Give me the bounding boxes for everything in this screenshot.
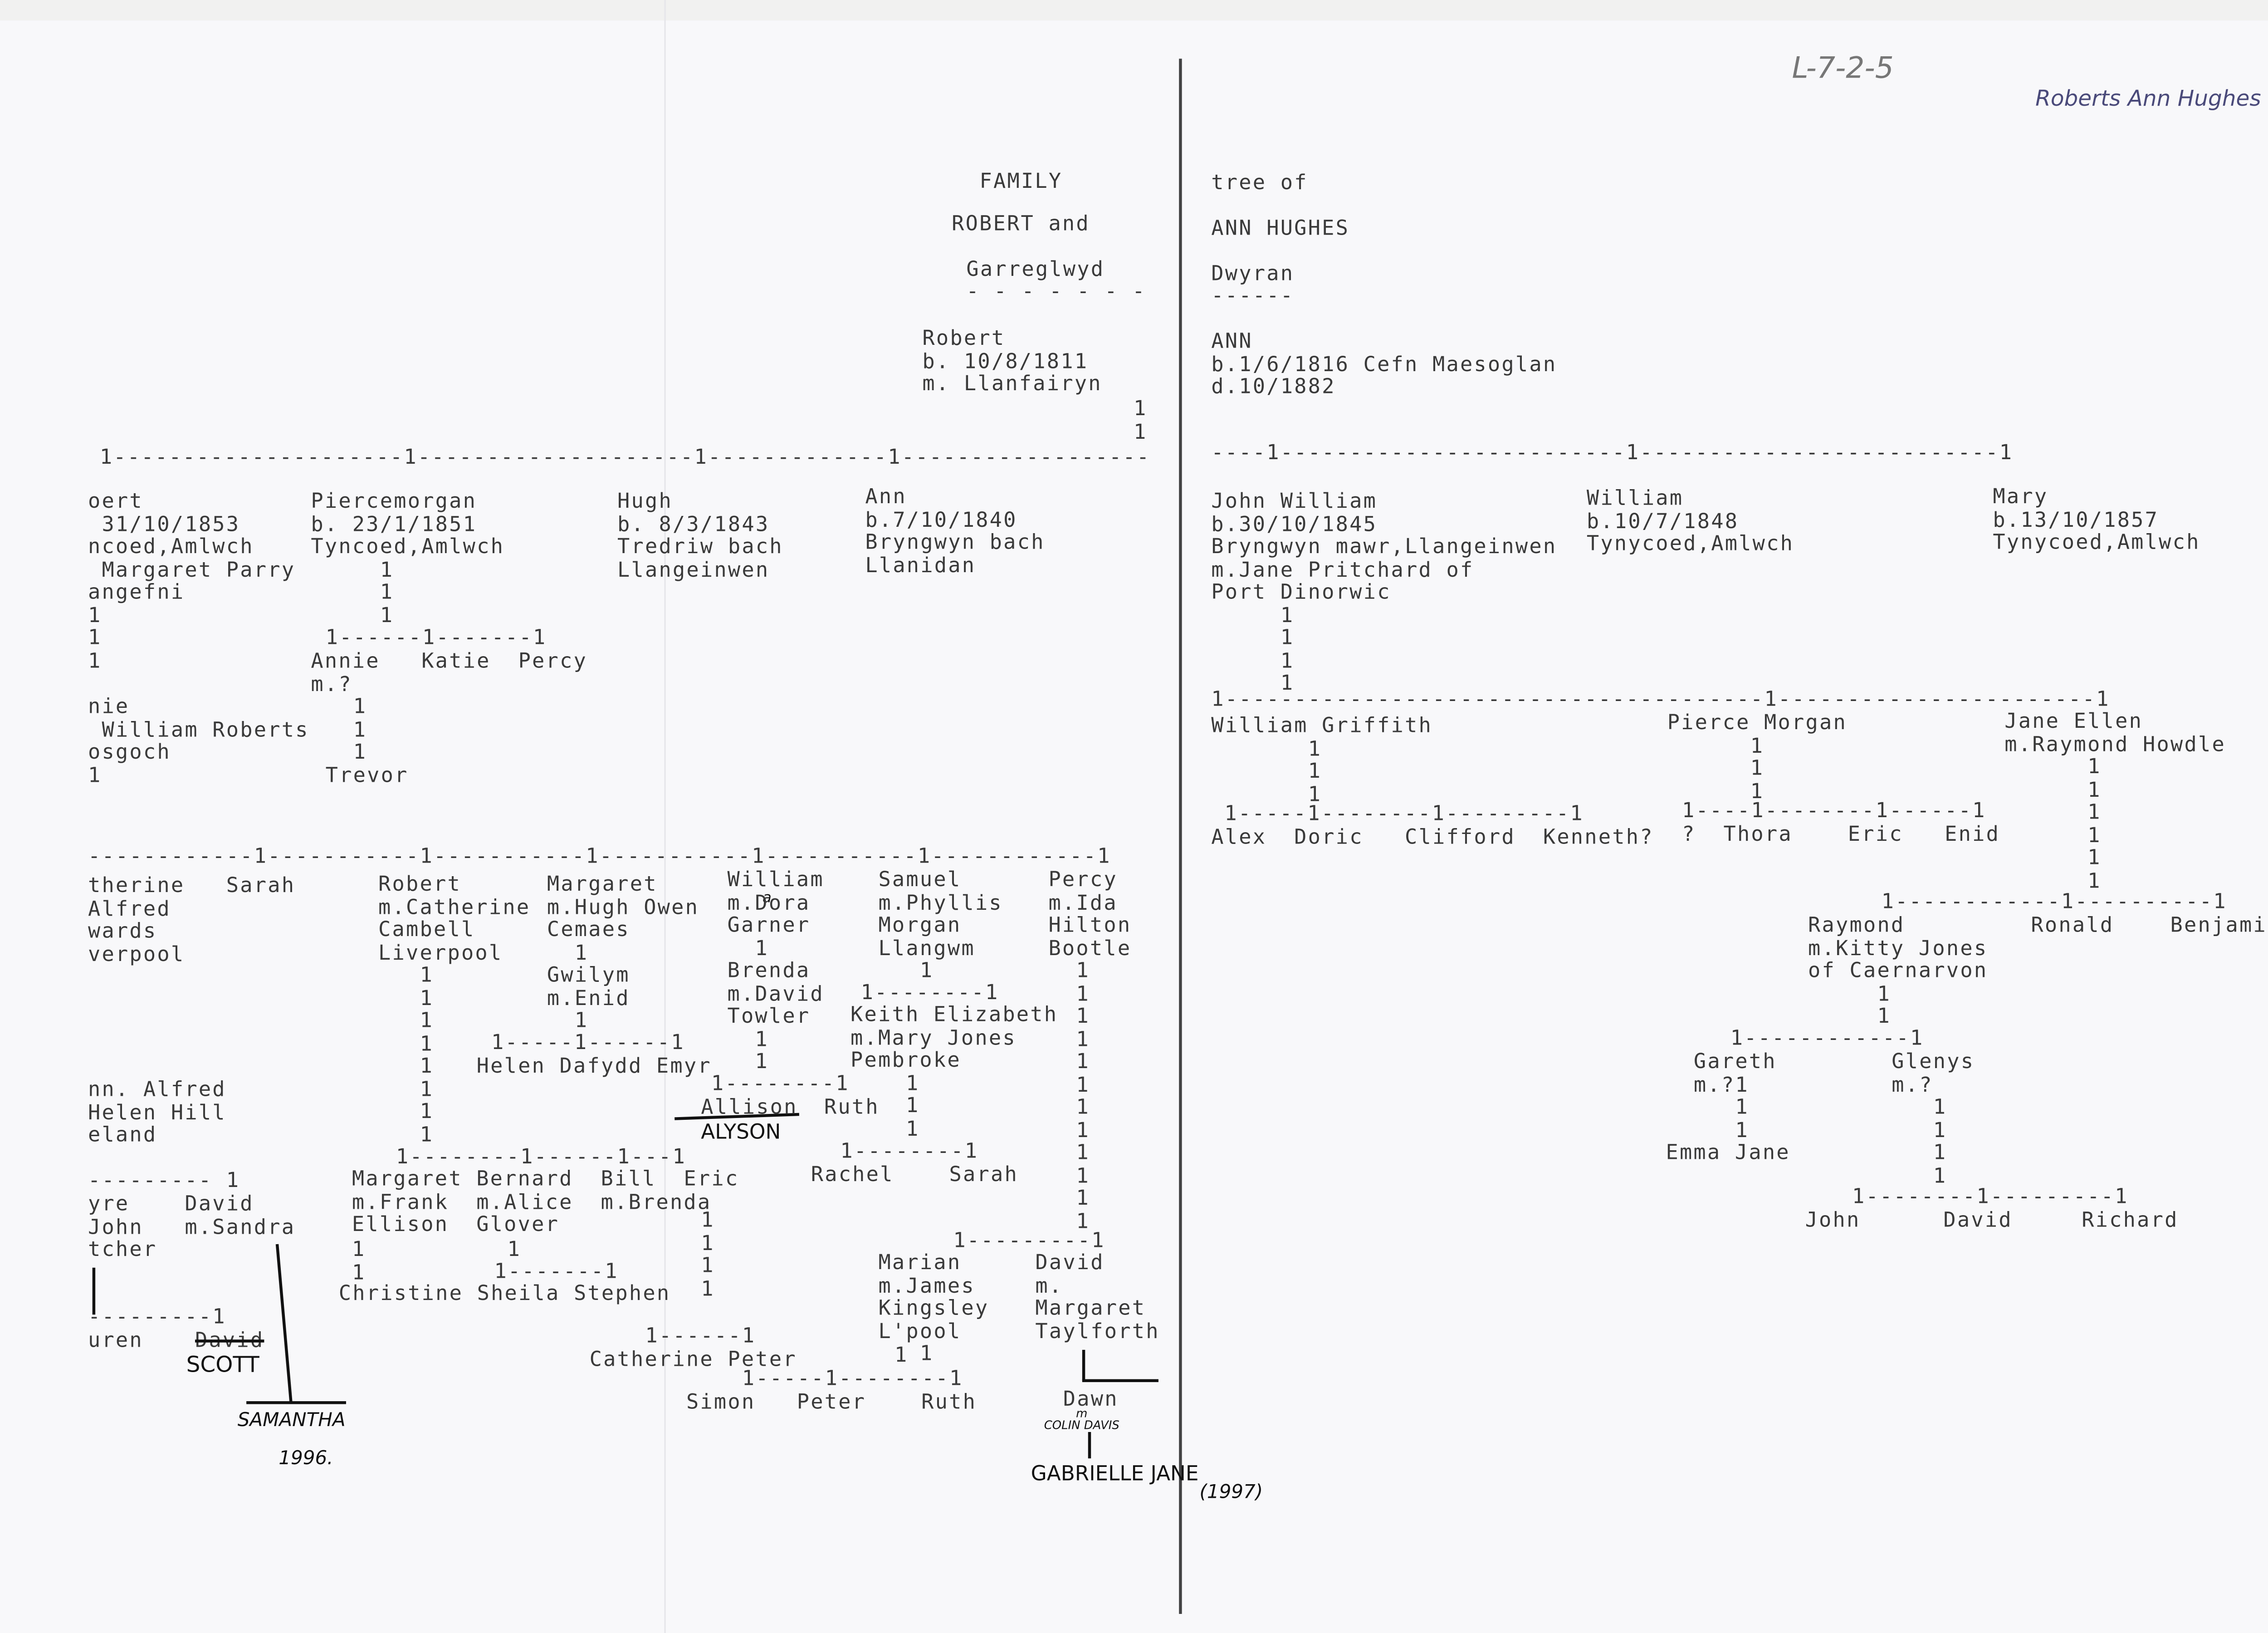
- persons-catherine-sarah: therine Sarah Alfred wards verpool: [88, 874, 296, 966]
- connector: 1------------1----------1: [1881, 890, 2227, 914]
- connector: 1--------1------1---1: [396, 1146, 687, 1170]
- persons-john-david-sandra: yre David John m.Sandra tcher: [88, 1192, 296, 1262]
- center-fold-line: [1179, 59, 1182, 1614]
- person-william-garner: William m.Dora Garner 1 Brenda m.David T…: [727, 868, 824, 1074]
- person-robert-1853: oert 31/10/1853 ncoed,Amlwch Margaret Pa…: [88, 490, 296, 673]
- person-glenys: Glenys m.? 1 1 1 1: [1892, 1050, 1975, 1188]
- person-allison-struck: Allison: [701, 1096, 798, 1120]
- handwritten-dawn-spouse: m COLIN DAVIS: [1044, 1407, 1119, 1432]
- person-lauren: uren: [88, 1329, 143, 1353]
- person-hugh: Hugh b. 8/3/1843 Tredriw bach Llangeinwe…: [617, 490, 783, 582]
- handwritten-gabrielle-year: (1997): [1199, 1481, 1263, 1504]
- handwritten-garner-correction: a: [763, 890, 772, 907]
- person-dawn: Dawn: [1063, 1388, 1119, 1412]
- persons-alex-doric-clifford-kenneth: Alex Doric Clifford Kenneth?: [1211, 826, 1654, 850]
- connector: 1--------1: [860, 981, 999, 1005]
- title-underline-right: ------: [1211, 284, 1295, 309]
- persons-christine-sheila-stephen: Christine Sheila Stephen: [338, 1282, 671, 1306]
- connector: 1--------1: [711, 1072, 850, 1096]
- person-william-griffith: William Griffith 1 1 1: [1211, 714, 1432, 806]
- title-family: FAMILY: [979, 170, 1063, 194]
- pen-line-samantha-bar: [246, 1401, 346, 1403]
- pen-line-dawn-vertical: [1082, 1349, 1085, 1381]
- ancestor-ann: ANN b.1/6/1816 Cefn Maesoglan d.10/1882: [1211, 330, 1557, 399]
- page-crease: [664, 0, 666, 1633]
- handwritten-note: Roberts Ann Hughes: [2035, 85, 2261, 112]
- connector: 1 1: [1133, 397, 1148, 444]
- pen-line-david-sandra: [275, 1244, 292, 1403]
- person-raymond: Raymond m.Kitty Jones of Caernarvon 1 1: [1808, 914, 1988, 1029]
- persons-catherine-peter: Catherine Peter: [589, 1348, 797, 1372]
- connector-generation-2-left: 1---------------------1-----------------…: [99, 446, 1151, 470]
- person-william-1848: William b.10/7/1848 Tynycoed,Amlwch: [1586, 487, 1794, 556]
- pen-arrow-gabrielle: [1088, 1432, 1090, 1459]
- connector: 1 1: [352, 1238, 366, 1285]
- handwritten-scott: SCOTT: [186, 1351, 259, 1378]
- connector: 1-------1: [494, 1260, 619, 1284]
- connector: 1-----1--------1---------1: [1224, 802, 1584, 826]
- handwritten-gabrielle: GABRIELLE JANE: [1031, 1462, 1199, 1486]
- handwritten-alyson: ALYSON: [701, 1121, 781, 1145]
- person-annie-william-roberts: nie William Roberts osgoch 1: [88, 695, 309, 787]
- persons-annie-katie-percy: Annie Katie Percy m.?: [311, 650, 587, 696]
- title-garreglwyd: Garreglwyd: [966, 258, 1105, 282]
- connector: 1------1: [645, 1324, 756, 1349]
- person-jane-ellen: Jane Ellen m.Raymond Howdle 1 1 1 1 1 1: [2004, 710, 2226, 893]
- person-mary: Mary b.13/10/1857 Tynycoed,Amlwch: [1993, 485, 2200, 555]
- persons-rachel-sarah: Rachel Sarah: [811, 1163, 1018, 1187]
- person-benjamin: Benjamin: [2170, 914, 2268, 938]
- person-alfred-helen-hill: nn. Alfred Helen Hill eland: [88, 1078, 226, 1148]
- connector: 1--------1: [840, 1140, 979, 1164]
- person-david-taylforth: David m. Margaret Taylforth: [1035, 1251, 1160, 1344]
- person-pierce-morgan: Pierce Morgan 1 1 1: [1667, 711, 1847, 804]
- connector: 1-----1------1: [491, 1031, 685, 1055]
- connector: ---------1: [88, 1305, 226, 1329]
- person-gareth: Gareth m.?1 1 1: [1693, 1050, 1777, 1143]
- connector: 1--------1---------1: [1852, 1185, 2129, 1209]
- connector-generation-2-right: ----1-------------------------1---------…: [1211, 441, 2014, 466]
- persons-margaret-bernard-bill-eric: Margaret Bernard Bill Eric m.Frank m.Ali…: [352, 1167, 739, 1237]
- connector: 1------1-------1: [325, 626, 547, 650]
- handwritten-samantha-year: 1996.: [279, 1448, 333, 1471]
- connector: 1---------1: [953, 1229, 1105, 1253]
- persons-helen-dafydd-emyr: Helen Dafydd Emyr: [476, 1054, 712, 1079]
- connector-generation-3-right: 1---------------------------------------…: [1211, 688, 2110, 712]
- pen-line-left: [92, 1267, 95, 1315]
- person-ann-1840: Ann b.7/10/1840 Bryngwyn bach Llanidan: [865, 485, 1045, 578]
- person-robert-liverpool: Robert m.Catherine Cambell Liverpool 1 1…: [378, 873, 531, 1147]
- title-tree-of: tree of: [1211, 172, 1308, 196]
- pen-line-dawn-horizontal: [1082, 1379, 1158, 1382]
- person-emma-jane: Emma Jane: [1666, 1141, 1790, 1165]
- persons-thora-eric-enid: ? Thora Eric Enid: [1682, 823, 2000, 847]
- person-percy-hilton: Percy m.Ida Hilton Bootle 1 1 1 1 1 1 1 …: [1048, 868, 1132, 1233]
- title-robert-and: ROBERT and: [952, 212, 1090, 236]
- connector-generation-3-left: ------------1-----------1-----------1---…: [88, 845, 1111, 869]
- handwritten-samantha: SAMANTHA: [237, 1410, 346, 1432]
- person-david-struck: David: [195, 1329, 264, 1353]
- persons-keith-elizabeth: Keith Elizabeth m.Mary Jones Pembroke 1 …: [850, 1003, 1058, 1141]
- person-piercemorgan: Piercemorgan b. 23/1/1851 Tyncoed,Amlwch…: [311, 490, 505, 628]
- person-trevor: 1 1 1 Trevor: [325, 695, 409, 787]
- ancestor-robert: Robert b. 10/8/1811 m. Llanfairyn: [922, 327, 1102, 397]
- connector: 1-----1--------1: [742, 1367, 963, 1391]
- connector: 1----1--------1------1: [1682, 799, 1986, 824]
- title-ann-hughes: ANN HUGHES: [1211, 217, 1350, 241]
- handwritten-reference: L-7-2-5: [1792, 49, 1894, 85]
- connector: 1 1 1 1: [701, 1209, 715, 1301]
- title-dwyran: Dwyran: [1211, 262, 1295, 286]
- persons-john-david-richard: John David Richard: [1805, 1209, 2179, 1233]
- person-marian: Marian m.James Kingsley L'pool 1: [878, 1251, 989, 1366]
- page-top-edge: [0, 0, 2268, 21]
- person-samuel: Samuel m.Phyllis Morgan Llangwm 1: [878, 868, 1003, 983]
- connector: 1------------1: [1730, 1027, 1924, 1051]
- person-john-william: John William b.30/10/1845 Bryngwyn mawr,…: [1211, 490, 1557, 696]
- persons-simon-peter-ruth: Simon Peter Ruth: [686, 1391, 977, 1415]
- person-ruth: Ruth: [824, 1096, 880, 1120]
- person-ronald: Ronald: [2031, 914, 2114, 938]
- title-underline-left: - - - - - - -: [966, 280, 1146, 304]
- connector: --------- 1: [88, 1169, 240, 1193]
- connector: 1: [894, 1344, 909, 1368]
- connector: 1: [507, 1238, 522, 1262]
- person-margaret-owen: Margaret m.Hugh Owen Cemaes 1 Gwilym m.E…: [547, 873, 699, 1033]
